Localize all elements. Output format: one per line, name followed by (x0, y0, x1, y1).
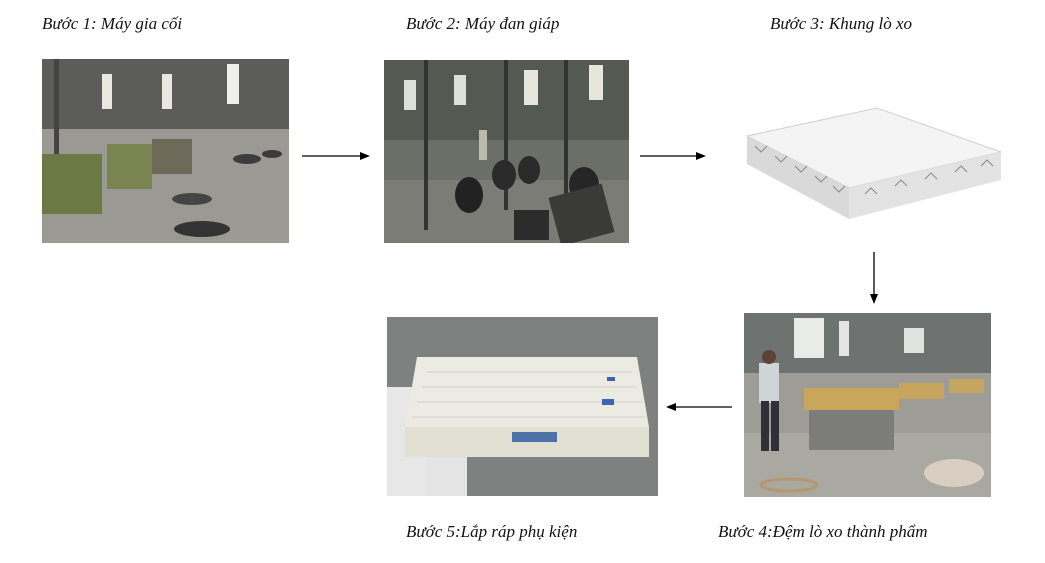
step-2-photo (384, 60, 629, 243)
step-3-label: Bước 3: Khung lò xo (770, 14, 913, 33)
arrow-step1-to-step2 (302, 150, 370, 162)
arrow-step4-to-step5 (666, 401, 732, 413)
step-4-label: Bước 4:Đệm lò xo thành phẩm (718, 522, 928, 541)
arrow-step3-to-step4 (868, 252, 880, 304)
arrow-step2-to-step3 (640, 150, 706, 162)
step-1-label: Bước 1: Máy gia cối (42, 14, 183, 33)
step-3-photo (745, 106, 1003, 219)
step-5-label: Bước 5:Lắp ráp phụ kiện (406, 522, 578, 541)
step-1-photo (42, 59, 289, 243)
step-2-label: Bước 2: Máy đan giáp (406, 14, 560, 33)
step-4-photo (744, 313, 991, 497)
step-5-photo (387, 317, 658, 496)
